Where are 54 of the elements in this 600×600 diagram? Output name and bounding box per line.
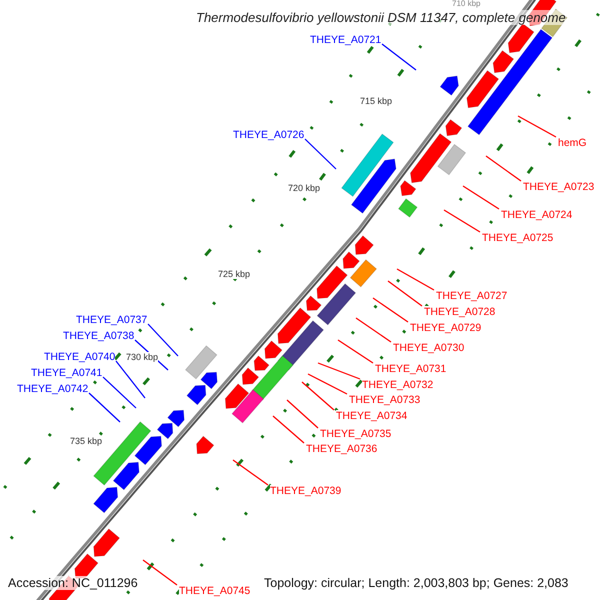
gene-label: THEYE_A0725 <box>482 232 554 244</box>
leader-line <box>232 460 268 486</box>
leader-line <box>356 318 392 342</box>
leader-line <box>272 416 304 444</box>
leader-line <box>388 280 422 306</box>
gene-label: THEYE_A0740 <box>44 351 116 363</box>
gene-label: THEYE_A0728 <box>424 306 496 318</box>
gene-label: THEYE_A0734 <box>336 410 408 422</box>
leader-line <box>148 324 178 356</box>
leader-line <box>486 156 522 182</box>
leader-line <box>142 560 178 586</box>
leader-line <box>518 115 556 138</box>
leader-line <box>304 138 336 170</box>
scale-label: 715 kbp <box>360 96 392 106</box>
leader-line <box>382 44 416 70</box>
accession-text: Accession: NC_011296 <box>6 576 140 590</box>
leader-line <box>116 360 146 398</box>
leader-line <box>372 298 408 322</box>
gene-label: THEYE_A0741 <box>31 367 102 379</box>
leader-line <box>396 268 434 291</box>
leader-line <box>102 376 136 408</box>
leader-line <box>318 362 360 380</box>
gene-label: THEYE_A0727 <box>436 290 508 302</box>
gene-label: THEYE_A0721 <box>310 34 382 46</box>
gene-label: THEYE_A0730 <box>393 342 464 354</box>
gene-label: THEYE_A0729 <box>410 322 482 334</box>
leader-line <box>462 186 500 210</box>
gene-label: THEYE_A0736 <box>306 443 378 455</box>
gene-label: THEYE_A0726 <box>233 129 304 141</box>
genome-title: Thermodesulfovibrio yellowstonii DSM 11347, complete genome <box>196 10 566 25</box>
scale-label: 710 kbp <box>452 0 480 8</box>
scale-label: 720 kbp <box>288 183 320 193</box>
scale-label: 725 kbp <box>218 269 250 279</box>
gene-label: THEYE_A0733 <box>349 394 420 406</box>
scale-label: 735 kbp <box>70 436 102 446</box>
gene-label: THEYE_A0723 <box>523 181 594 193</box>
gene-label: THEYE_A0724 <box>501 209 572 221</box>
scale-label: 730 kbp <box>126 352 158 362</box>
genome-info-text: Topology: circular; Length: 2,003,803 bp; Genes: 2,083 <box>262 576 570 590</box>
gene-label: THEYE_A0742 <box>17 383 88 395</box>
leader-line <box>302 382 334 410</box>
leader-line <box>88 392 120 422</box>
gene-label: THEYE_A0738 <box>63 330 134 342</box>
gene-label: THEYE_A0731 <box>375 363 446 375</box>
leader-line <box>444 209 480 233</box>
leader-line <box>338 340 374 364</box>
gene-label: THEYE_A0739 <box>270 485 342 497</box>
leader-line <box>286 400 318 428</box>
leader-line <box>308 373 348 395</box>
gene-label: THEYE_A0745 <box>179 585 250 597</box>
gene-label: THEYE_A0732 <box>362 379 434 391</box>
gene-label: hemG <box>558 137 587 149</box>
gene-label: THEYE_A0735 <box>320 428 392 440</box>
gene-label: THEYE_A0737 <box>76 314 148 326</box>
